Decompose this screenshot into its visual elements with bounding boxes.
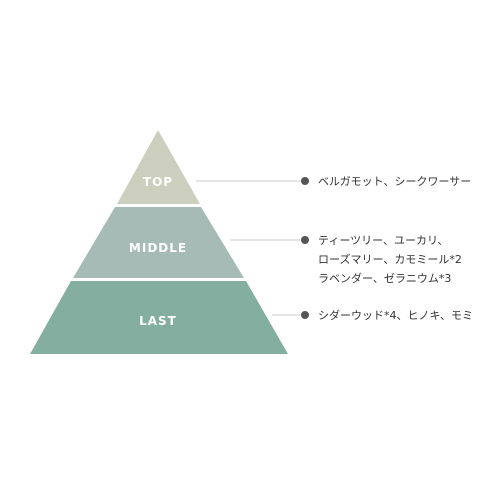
bullet-dot-last <box>301 311 309 319</box>
tier-label-top: TOP <box>143 175 173 189</box>
tier-label-middle: MIDDLE <box>129 241 187 255</box>
note-last-line-1: シダーウッド*4、ヒノキ、モミ <box>318 308 473 322</box>
note-top-line-1: ベルガモット、シークワーサー <box>318 175 471 188</box>
pyramid-tier-top <box>117 130 200 204</box>
tier-label-last: LAST <box>139 314 177 328</box>
bullet-dot-top <box>301 177 309 185</box>
note-middle-line-3: ラベンダー、ゼラニウム*3 <box>318 271 451 285</box>
pyramid-tier-last <box>30 281 288 354</box>
pyramid-tier-middle <box>73 207 244 278</box>
bullet-dot-middle <box>301 236 309 244</box>
note-middle-line-2: ローズマリー、カモミール*2 <box>318 252 462 266</box>
note-middle-line-1: ティーツリー、ユーカリ、 <box>318 234 448 247</box>
